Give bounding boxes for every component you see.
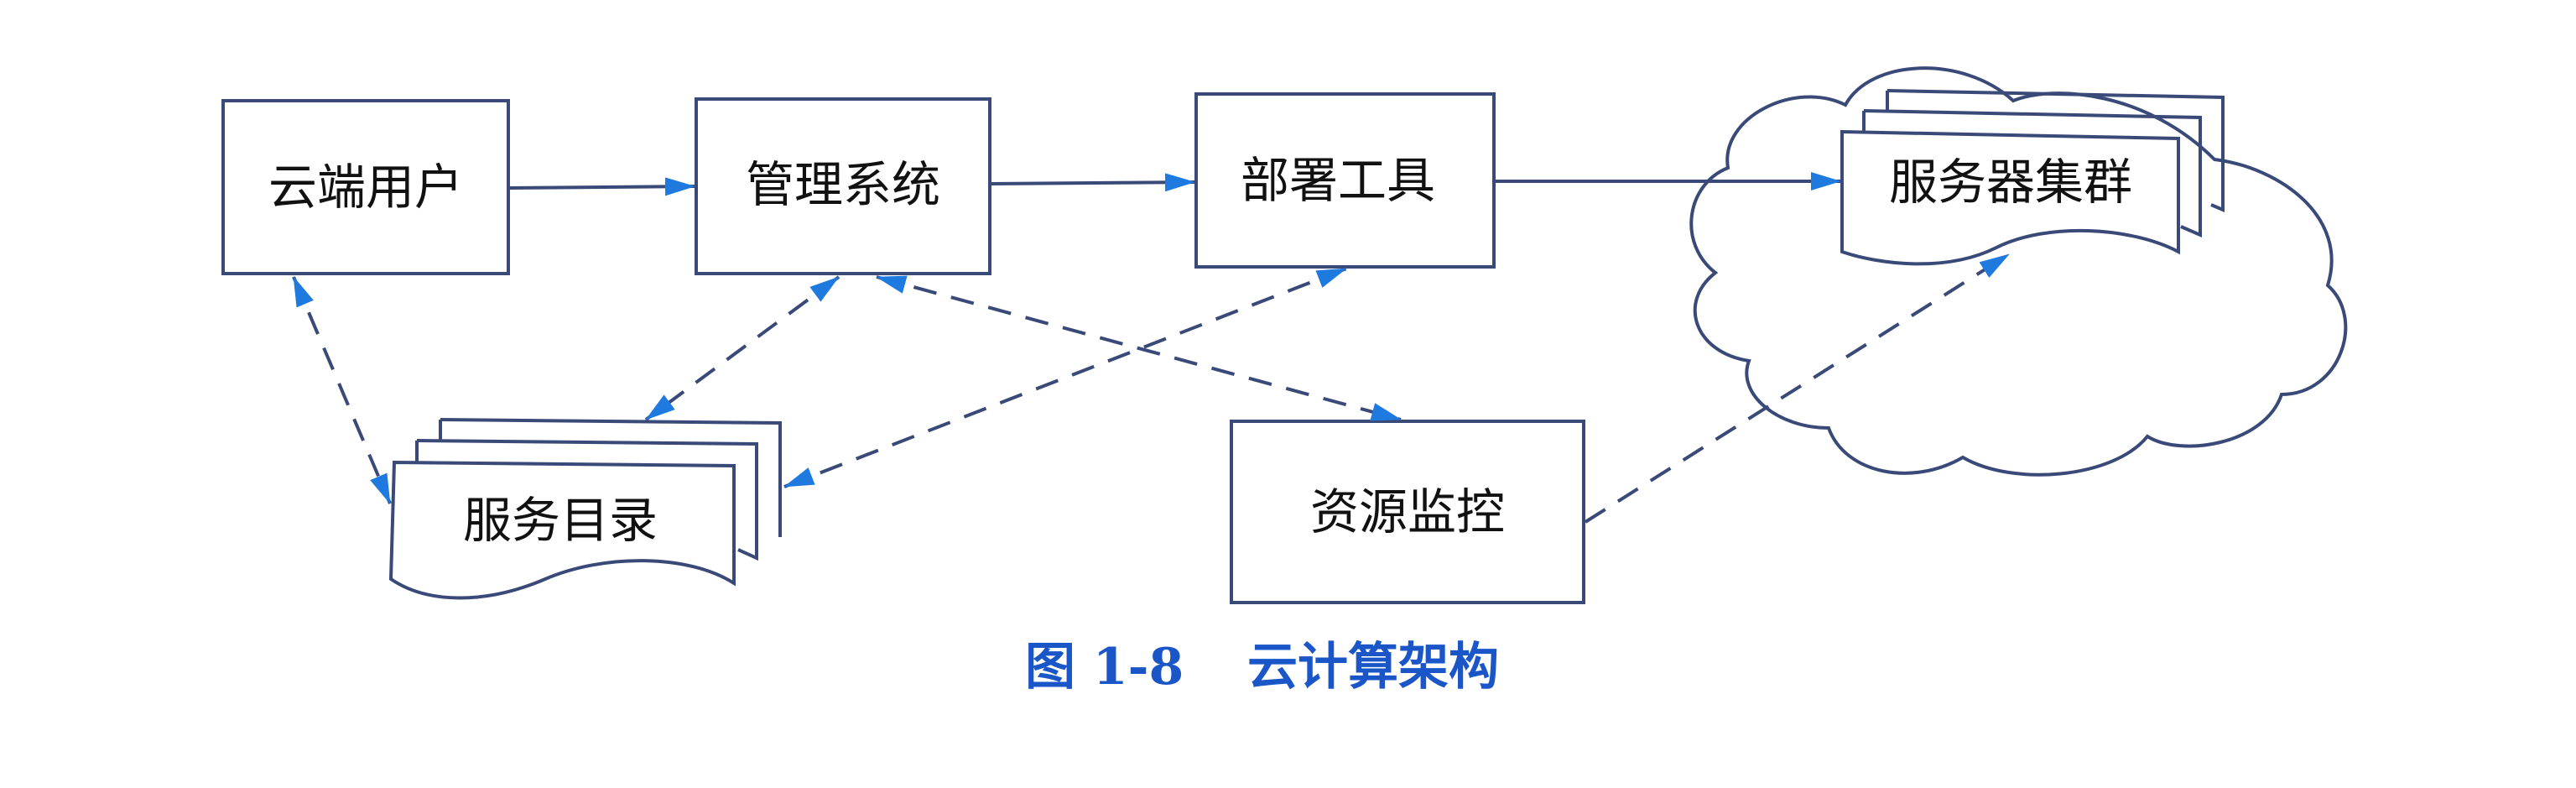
- node-label-deploy-tool: 部署工具: [1241, 152, 1435, 209]
- edge-management-to-deploy: [989, 173, 1195, 192]
- edge-user-to-management: [507, 177, 695, 196]
- service-catalog-stack: [388, 418, 782, 600]
- server-cluster-stack: [1840, 89, 2225, 266]
- edge-catalog-deploy: [783, 267, 1347, 488]
- node-label-cloud-user: 云端用户: [268, 159, 463, 216]
- node-label-resource-monitor: 资源监控: [1310, 483, 1505, 540]
- cloud-shape: [1689, 66, 2348, 477]
- caption-title: 云计算架构: [1247, 638, 1499, 697]
- node-label-service-catalog: 服务目录: [463, 492, 658, 549]
- edge-monitor-cluster: [1584, 253, 2011, 524]
- resource-monitor-box: [1230, 420, 1585, 604]
- caption-number: 图 1-8: [1025, 638, 1184, 697]
- edge-management-monitor: [876, 275, 1402, 421]
- node-label-management: 管理系统: [746, 156, 940, 213]
- edge-user-catalog: [292, 276, 392, 504]
- node-label-server-cluster: 服务器集群: [1889, 154, 2132, 211]
- edge-management-catalog: [644, 275, 840, 421]
